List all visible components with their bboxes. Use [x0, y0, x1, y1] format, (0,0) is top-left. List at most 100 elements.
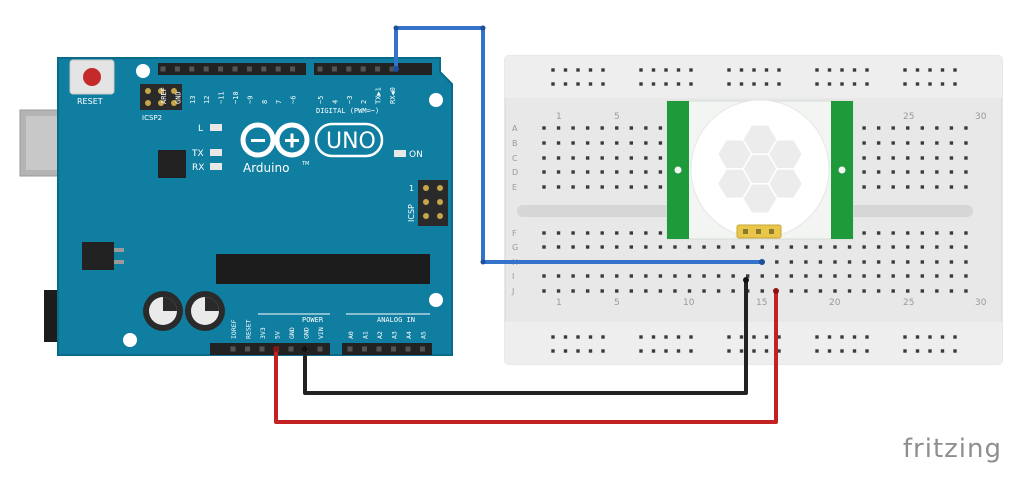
- breadboard-hole: [862, 156, 866, 160]
- breadboard-hole: [775, 274, 779, 278]
- breadboard-hole: [615, 141, 619, 145]
- breadboard-hole: [731, 274, 735, 278]
- rail-hole: [676, 335, 681, 339]
- breadboard-hole: [906, 170, 910, 174]
- breadboard-hole: [818, 245, 823, 249]
- breadboard-hole: [891, 126, 895, 130]
- wire-end: [302, 346, 308, 352]
- breadboard-hole: [673, 289, 677, 293]
- reset-button-cap[interactable]: [83, 68, 101, 86]
- icsp-pin: [437, 213, 443, 219]
- breadboard-hole: [644, 170, 648, 174]
- rail-hole: [815, 68, 819, 72]
- wire-end: [773, 288, 779, 294]
- digital-pin-label: 4: [331, 100, 339, 104]
- breadboard-hole: [615, 274, 619, 278]
- digital-pin-label: RX◀0: [389, 87, 397, 104]
- digital-pin-label: ~9: [246, 96, 254, 104]
- rail-hole: [777, 335, 781, 339]
- breadboard-hole: [658, 185, 663, 189]
- breadboard-hole: [818, 260, 823, 264]
- rail-hole: [727, 335, 731, 339]
- rail-hole: [601, 349, 605, 353]
- breadboard-hole: [862, 245, 866, 249]
- rail-hole: [815, 82, 819, 86]
- rail-hole: [865, 335, 869, 339]
- breadboard-hole: [615, 185, 619, 189]
- breadboard-hole: [789, 245, 794, 249]
- power-pin-hole: [259, 346, 265, 352]
- breadboard-hole: [906, 274, 910, 278]
- breadboard-hole: [556, 231, 561, 235]
- rail-hole: [551, 349, 555, 353]
- digital-pin-holes: [160, 66, 395, 72]
- rail-hole: [651, 68, 656, 72]
- digital-pin-hole: [375, 66, 381, 72]
- voltage-regulator: [82, 242, 114, 270]
- power-pin-label: RESET: [245, 319, 253, 339]
- breadboard-hole: [716, 274, 721, 278]
- power-wire[interactable]: [274, 291, 778, 424]
- breadboard-hole: [935, 170, 939, 174]
- breadboard-hole: [585, 274, 590, 278]
- digital-pin-hole: [346, 66, 352, 72]
- logo-tm: TM: [301, 161, 309, 167]
- breadboard-hole: [862, 170, 866, 174]
- rail-hole: [651, 82, 656, 86]
- breadboard-hole: [920, 260, 924, 264]
- breadboard-hole: [891, 185, 895, 189]
- breadboard-hole: [964, 141, 968, 145]
- led-rx: [210, 163, 222, 170]
- analog-header: [342, 343, 432, 355]
- breadboard-hole: [949, 141, 954, 145]
- rail-hole: [676, 68, 681, 72]
- on-label: ON: [409, 150, 423, 160]
- digital-pin-label: 7: [275, 100, 283, 104]
- breadboard-hole: [847, 274, 852, 278]
- icsp2-pin: [171, 88, 177, 94]
- breadboard-hole: [542, 141, 546, 145]
- rail-hole: [764, 349, 769, 353]
- rail-hole: [576, 82, 580, 86]
- rail-hole: [777, 349, 781, 353]
- rail-hole: [928, 349, 932, 353]
- icsp-pin1-label: 1: [409, 184, 414, 193]
- power-pin-label: 3V3: [259, 327, 267, 339]
- breadboard-hole: [615, 231, 619, 235]
- breadboard-hole: [556, 156, 561, 160]
- capacitor-mark: [205, 297, 219, 311]
- breadboard-hole: [658, 245, 663, 249]
- icsp-pin: [423, 185, 429, 191]
- breadboard-hole: [891, 231, 895, 235]
- lens-hex: [767, 138, 804, 170]
- breadboard-hole: [658, 289, 663, 293]
- rail-hole: [639, 349, 643, 353]
- breadboard-hole: [716, 245, 721, 249]
- rail-hole: [639, 82, 643, 86]
- fresnel-lens-hexes: [716, 124, 804, 214]
- rail-hole: [551, 335, 555, 339]
- breadboard-hole: [600, 289, 604, 293]
- rail-hole: [903, 349, 907, 353]
- breadboard-hole: [542, 245, 546, 249]
- breadboard-hole: [964, 126, 968, 130]
- rail-hole: [664, 68, 668, 72]
- breadboard-hole: [906, 260, 910, 264]
- breadboard-hole: [906, 231, 910, 235]
- logo-minus: [251, 139, 265, 142]
- breadboard-hole: [571, 141, 575, 145]
- digital-pin-label: 13: [189, 96, 197, 104]
- breadboard-hole: [629, 141, 633, 145]
- ground-wire[interactable]: [303, 280, 748, 395]
- breadboard-hole: [585, 245, 590, 249]
- icsp-pin: [423, 213, 429, 219]
- power-pin-hole: [288, 346, 294, 352]
- breadboard-hole: [687, 274, 692, 278]
- digital-pin-label: ~10: [232, 91, 240, 104]
- breadboard-hole: [876, 185, 881, 189]
- lens-hex: [767, 168, 804, 200]
- icsp2-pin: [171, 100, 177, 106]
- analog-pin-label: A2: [376, 331, 384, 339]
- mount-hole: [429, 293, 443, 307]
- icsp-pin: [423, 199, 429, 205]
